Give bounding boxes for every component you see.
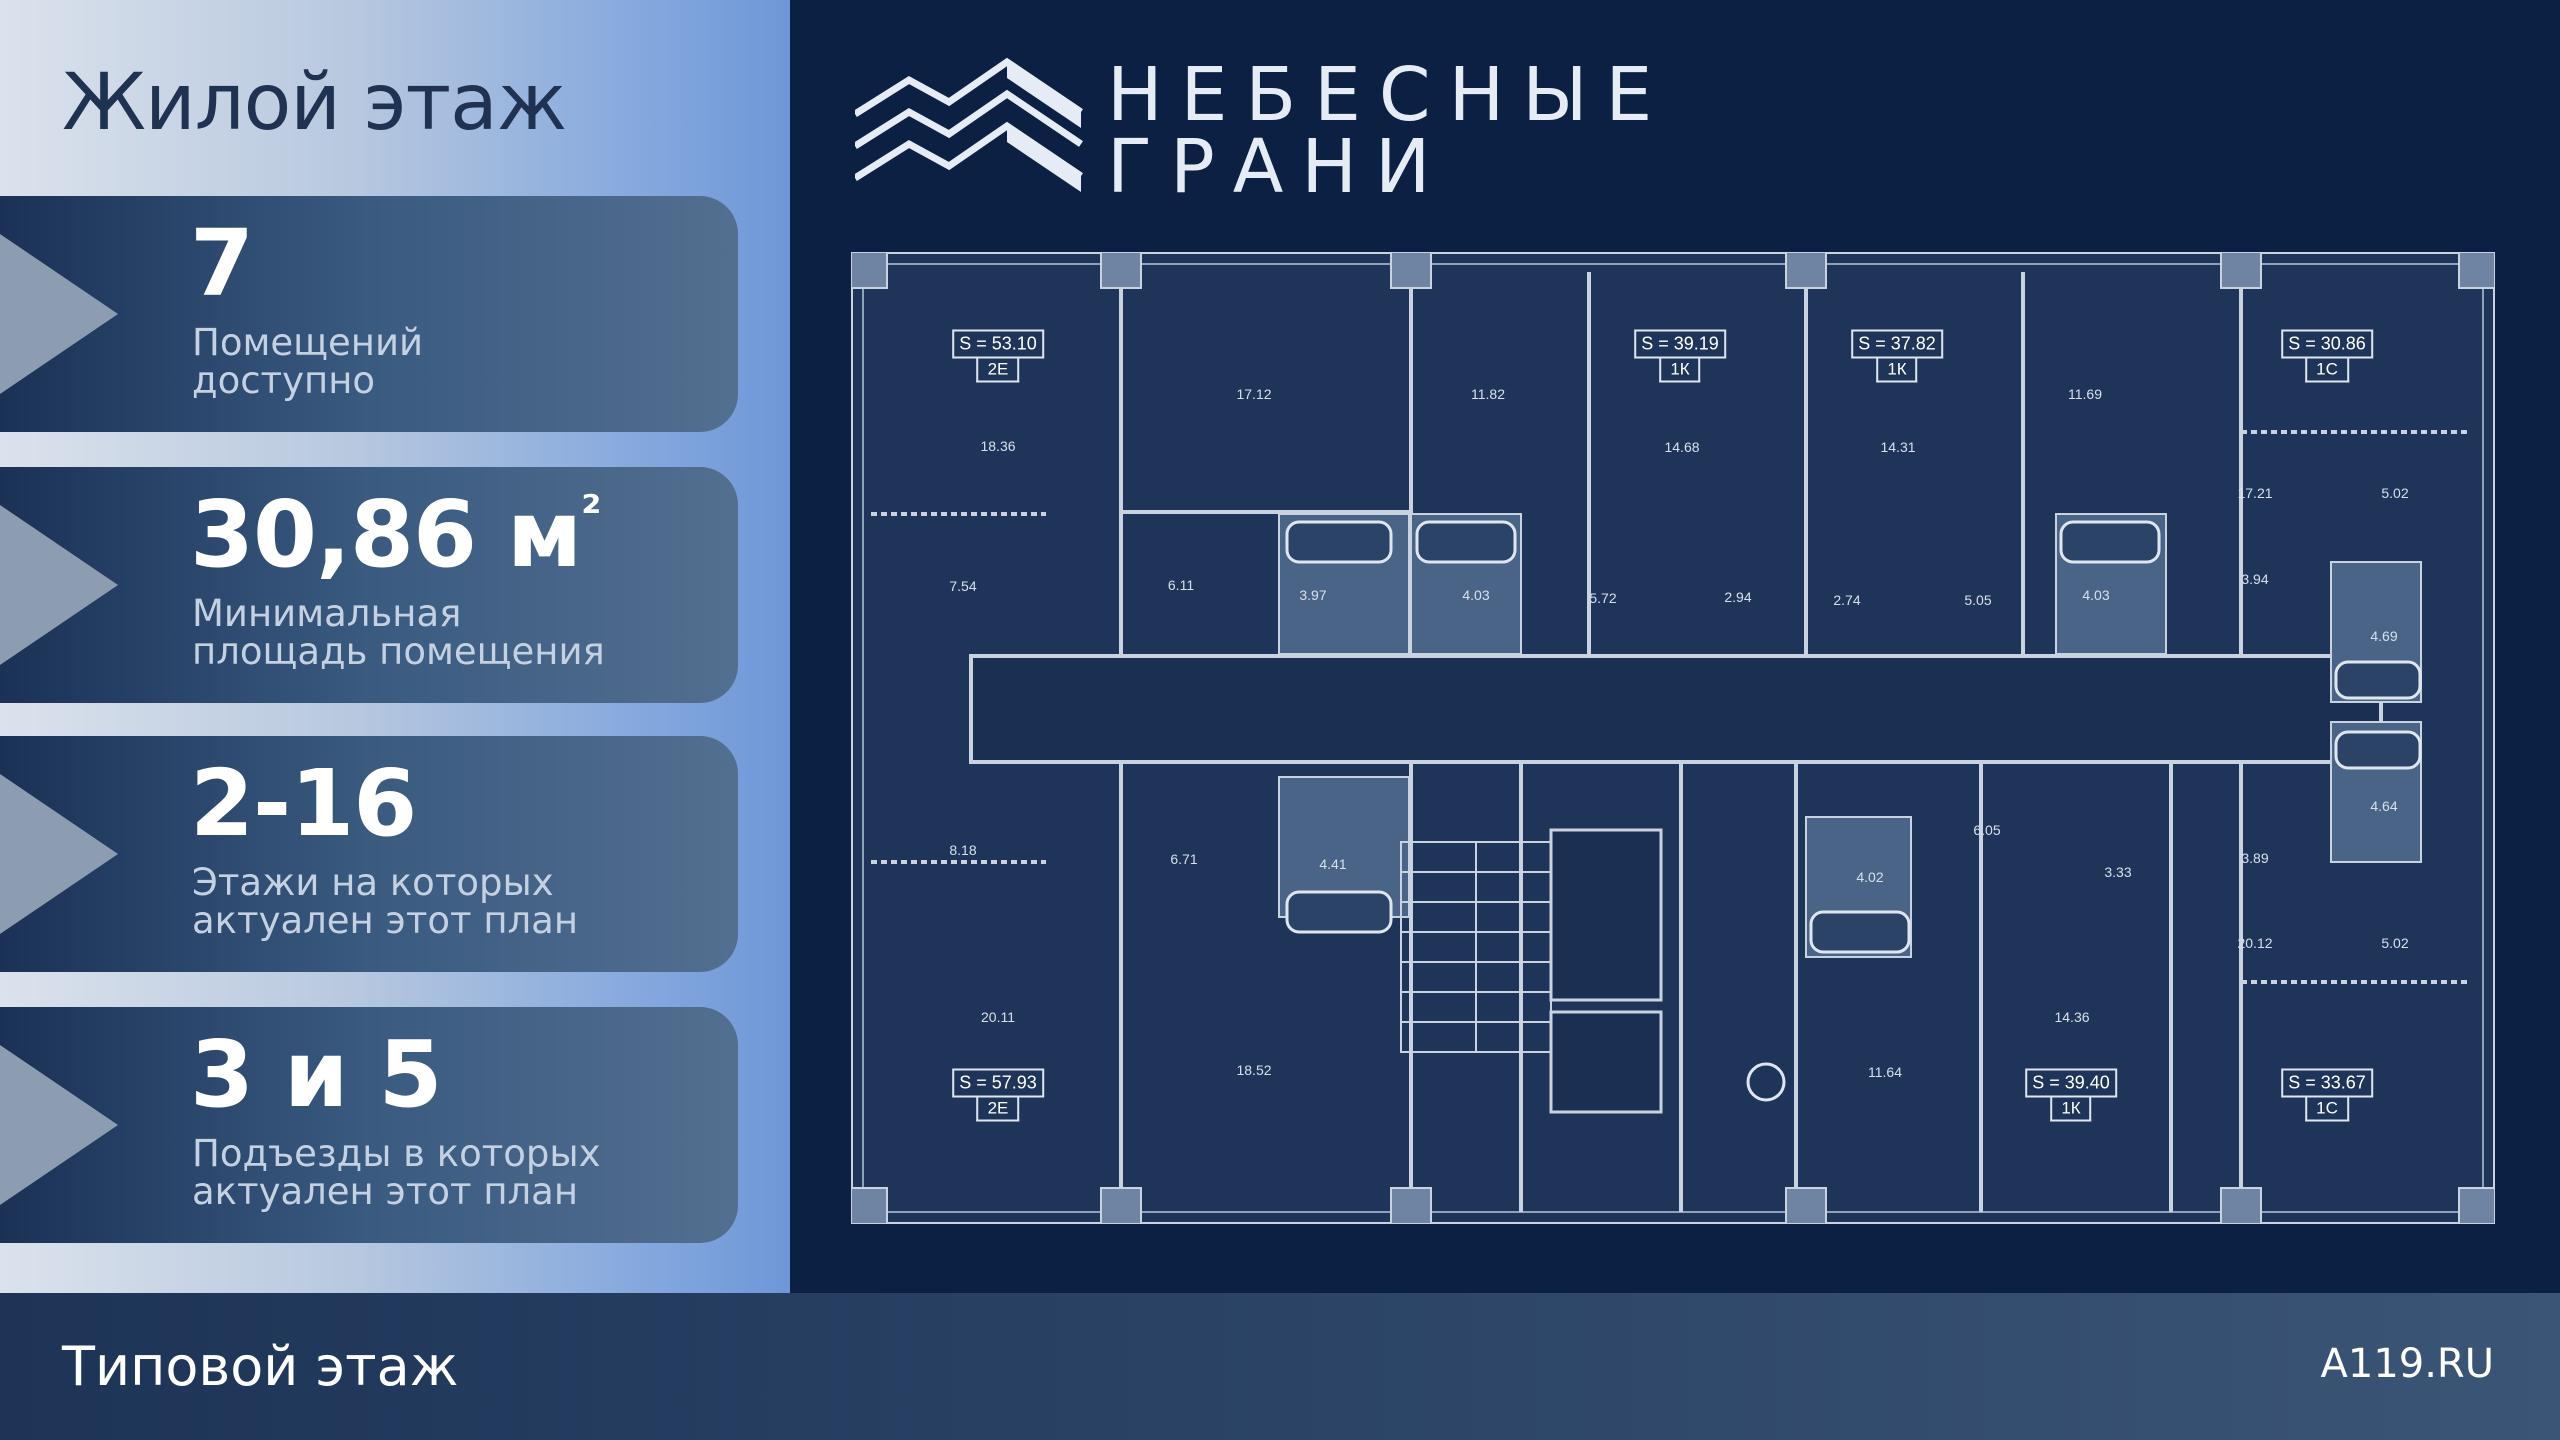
room-area-label: 4.64 <box>2370 798 2398 814</box>
room-area-label: 17.12 <box>1236 386 1272 402</box>
room-area-label: 18.52 <box>1236 1062 1272 1078</box>
stat-description: Этажи на которых актуален этот план <box>192 864 712 940</box>
stat-description: Помещений доступно <box>192 324 712 400</box>
squared-superscript: ² <box>581 485 601 539</box>
apartment-area: S = 37.82 <box>1851 329 1943 359</box>
brand-name-line-1: НЕБЕСНЫЕ <box>1107 52 1671 138</box>
room-area-label: 20.11 <box>981 1009 1015 1025</box>
stat-description-line: Подъезды в которых <box>192 1132 601 1175</box>
room-area-label: 14.31 <box>1880 439 1916 455</box>
stat-description-line: площадь помещения <box>192 630 605 673</box>
apartment-type: 1С <box>2305 358 2349 383</box>
room-area-label: 11.69 <box>2068 386 2102 402</box>
triangle-arrow-icon <box>0 234 118 394</box>
room-area-label: 4.03 <box>2082 587 2110 603</box>
room-area-label: 3.97 <box>1299 587 1327 603</box>
page-title: Жилой этаж <box>62 58 567 148</box>
apartment-type: 2Е <box>976 1097 1020 1122</box>
room-area-label: 14.68 <box>1664 439 1700 455</box>
room-area-label: 17.21 <box>2237 485 2273 501</box>
room-area-label: 5.02 <box>2381 935 2409 951</box>
apartment-type: 1К <box>1876 358 1918 383</box>
room-area-label: 2.94 <box>1724 589 1752 605</box>
apartment-badge[interactable]: S = 39.19 1К <box>1634 329 1726 383</box>
stat-description-line: доступно <box>192 359 376 402</box>
room-area-label: 7.54 <box>949 578 977 594</box>
room-area-label: 20.12 <box>2237 935 2273 951</box>
apartment-type: 1К <box>2050 1097 2092 1122</box>
room-area-label: 8.18 <box>949 842 977 858</box>
stat-card-rooms-available: 7 Помещений доступно <box>0 196 738 432</box>
triangle-arrow-icon <box>0 1045 118 1205</box>
room-area-label: 11.82 <box>1471 386 1505 402</box>
stat-description-line: Минимальная <box>192 592 462 635</box>
plan-type-title: Типовой этаж <box>62 1335 459 1398</box>
room-area-label: 2.74 <box>1833 592 1861 608</box>
room-area-label: 18.36 <box>980 438 1016 454</box>
footer-bar: Типовой этаж A119.RU <box>0 1293 2560 1440</box>
room-area-label: 4.02 <box>1856 869 1884 885</box>
stat-description: Минимальная площадь помещения <box>192 595 712 671</box>
apartment-badge[interactable]: S = 33.67 1С <box>2281 1068 2373 1122</box>
room-area-label: 5.02 <box>2381 485 2409 501</box>
stat-description-line: Помещений <box>192 321 424 364</box>
stat-description-line: актуален этот план <box>192 1170 579 1213</box>
stat-description-line: актуален этот план <box>192 899 579 942</box>
brand-name-line-2: ГРАНИ <box>1107 124 1449 210</box>
website-link[interactable]: A119.RU <box>2320 1341 2495 1387</box>
apartment-area: S = 33.67 <box>2281 1068 2373 1098</box>
apartment-badge[interactable]: S = 53.10 2Е <box>952 329 1044 383</box>
stat-description: Подъезды в которых актуален этот план <box>192 1135 712 1211</box>
stat-description-line: Этажи на которых <box>192 861 554 904</box>
apartment-area: S = 39.19 <box>1634 329 1726 359</box>
apartment-area: S = 30.86 <box>2281 329 2373 359</box>
apartment-badge[interactable]: S = 37.82 1К <box>1851 329 1943 383</box>
apartment-badge[interactable]: S = 39.40 1К <box>2025 1068 2117 1122</box>
room-area-label: 5.72 <box>1589 590 1617 606</box>
room-area-label: 4.69 <box>2370 628 2398 644</box>
room-area-label: 6.11 <box>1167 577 1195 593</box>
stat-card-entrances: 3 и 5 Подъезды в которых актуален этот п… <box>0 1007 738 1243</box>
room-area-label: 6.05 <box>1973 822 2001 838</box>
stat-value: 7 <box>190 210 254 317</box>
stat-card-floors: 2-16 Этажи на которых актуален этот план <box>0 736 738 972</box>
stat-value: 30,86 м² <box>190 489 601 581</box>
apartment-area: S = 53.10 <box>952 329 1044 359</box>
apartment-area: S = 57.93 <box>952 1068 1044 1098</box>
room-area-label: 4.03 <box>1462 587 1490 603</box>
apartment-area: S = 39.40 <box>2025 1068 2117 1098</box>
room-area-label: 11.64 <box>1868 1064 1902 1080</box>
apartment-badge[interactable]: S = 30.86 1С <box>2281 329 2373 383</box>
room-area-label: 5.05 <box>1964 592 1992 608</box>
apartment-badge[interactable]: S = 57.93 2Е <box>952 1068 1044 1122</box>
room-area-label: 3.33 <box>2104 864 2132 880</box>
floor-plan-drawing <box>849 250 2497 1226</box>
triangle-arrow-icon <box>0 774 118 934</box>
apartment-type: 1С <box>2305 1097 2349 1122</box>
room-area-label: 14.36 <box>2054 1009 2090 1025</box>
apartment-type: 2Е <box>976 358 1020 383</box>
stat-value: 3 и 5 <box>190 1021 443 1128</box>
room-area-label: 6.71 <box>1170 851 1198 867</box>
stats-panel: Жилой этаж 7 Помещений доступно 30,86 м²… <box>0 0 790 1293</box>
stat-value: 2-16 <box>190 750 417 857</box>
room-area-label: 4.41 <box>1319 856 1347 872</box>
stat-card-min-area: 30,86 м² Минимальная площадь помещения <box>0 467 738 703</box>
room-area-label: 3.89 <box>2241 850 2269 866</box>
room-area-label: 3.94 <box>2241 571 2269 587</box>
apartment-type: 1К <box>1659 358 1701 383</box>
triangle-arrow-icon <box>0 505 118 665</box>
floor-plan: S = 53.10 2Е S = 39.19 1К S = 37.82 1К S… <box>849 250 2497 1226</box>
brand-logo: НЕБЕСНЫЕ ГРАНИ <box>853 52 1652 210</box>
chevron-stack-logo-icon <box>853 57 1083 192</box>
stat-value-text: 30,86 м <box>190 481 582 588</box>
